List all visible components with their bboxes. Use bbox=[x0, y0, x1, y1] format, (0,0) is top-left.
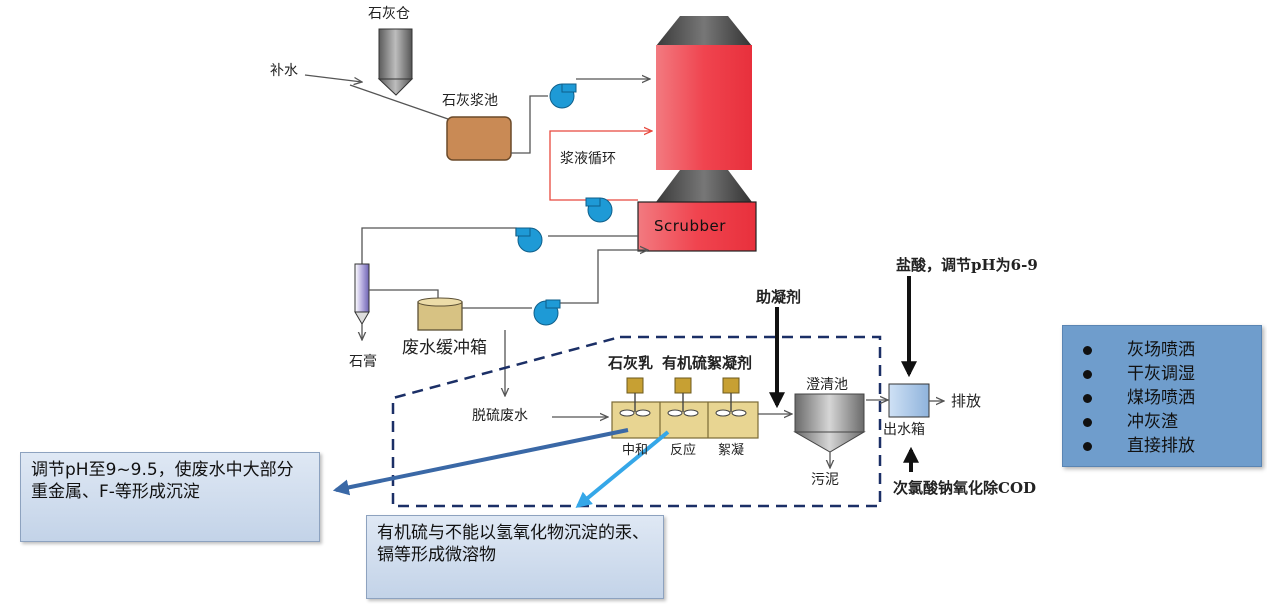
reaction-label: 反应 bbox=[670, 443, 697, 458]
lime-slurry-tank-label: 石灰浆池 bbox=[442, 93, 498, 109]
slurry-pipe bbox=[511, 95, 548, 154]
pump-icon bbox=[585, 197, 613, 223]
lime-silo bbox=[377, 28, 414, 96]
three-stage-reaction-tank bbox=[611, 401, 759, 439]
reuse-option: 灰场喷洒 bbox=[1077, 338, 1261, 362]
pump-icon bbox=[515, 227, 543, 253]
slurry-circulation-label: 浆液循环 bbox=[560, 151, 616, 167]
agitator-icon bbox=[667, 377, 699, 417]
lime-milk-label: 石灰乳 bbox=[608, 354, 654, 372]
flocculation-label: 絮凝 bbox=[718, 443, 745, 458]
neutralization-label: 中和 bbox=[622, 443, 649, 458]
pump-icon bbox=[549, 83, 577, 109]
gypsum-label: 石膏 bbox=[349, 354, 377, 370]
scrubber-tower bbox=[637, 16, 757, 252]
lime-silo-label: 石灰仓 bbox=[368, 6, 410, 22]
agitator-icon bbox=[619, 377, 651, 417]
treatment-boundary bbox=[391, 335, 882, 508]
hypochlorite-cod-label: 次氯酸钠氧化除COD bbox=[893, 479, 1037, 497]
hydrocyclone bbox=[354, 263, 370, 340]
discharge-label: 排放 bbox=[951, 392, 982, 410]
sludge-label: 污泥 bbox=[811, 472, 839, 488]
reuse-options-list: 灰场喷洒 干灰调湿 煤场喷洒 冲灰渣 直接排放 bbox=[1077, 338, 1261, 458]
pump-icon bbox=[533, 299, 561, 326]
outlet-tank bbox=[888, 383, 930, 418]
reuse-options-box: 灰场喷洒 干灰调湿 煤场喷洒 冲灰渣 直接排放 bbox=[1062, 325, 1262, 467]
reuse-option: 干灰调湿 bbox=[1077, 362, 1261, 386]
buffer-tank-label: 废水缓冲箱 bbox=[402, 338, 487, 358]
reuse-option: 直接排放 bbox=[1077, 434, 1261, 458]
return-line bbox=[560, 250, 648, 304]
reuse-option: 煤场喷洒 bbox=[1077, 386, 1261, 410]
makeup-water-arrow bbox=[304, 74, 362, 82]
lime-slurry-tank bbox=[446, 116, 512, 161]
scrubber-label: Scrubber bbox=[654, 217, 726, 235]
makeup-water-label: 补水 bbox=[270, 63, 298, 79]
outlet-tank-label: 出水箱 bbox=[883, 422, 925, 438]
hcl-adjust-label: 盐酸，调节pH为6-9 bbox=[896, 256, 1038, 274]
makeup-water-line bbox=[349, 84, 449, 120]
agitator-icon bbox=[715, 377, 747, 417]
clarifier bbox=[793, 393, 866, 468]
wastewater-buffer-tank bbox=[417, 297, 463, 331]
coagulant-aid-label: 助凝剂 bbox=[756, 288, 802, 306]
organic-sulfur-flocculant-label: 有机硫絮凝剂 bbox=[662, 354, 753, 372]
reuse-option: 冲灰渣 bbox=[1077, 410, 1261, 434]
clarifier-label: 澄清池 bbox=[806, 377, 848, 393]
desulfur-wastewater-label: 脱硫废水 bbox=[472, 408, 528, 424]
hydrocyclone-feed-line bbox=[361, 227, 517, 264]
neutralize-callout-arrow bbox=[332, 428, 629, 496]
neutralize-note: 调节pH至9~9.5，使废水中大部分重金属、F-等形成沉淀 bbox=[20, 452, 320, 542]
organic-sulfur-note: 有机硫与不能以氢氧化物沉淀的汞、镉等形成微溶物 bbox=[366, 515, 664, 599]
organic-sulfur-callout-arrow bbox=[575, 430, 670, 509]
